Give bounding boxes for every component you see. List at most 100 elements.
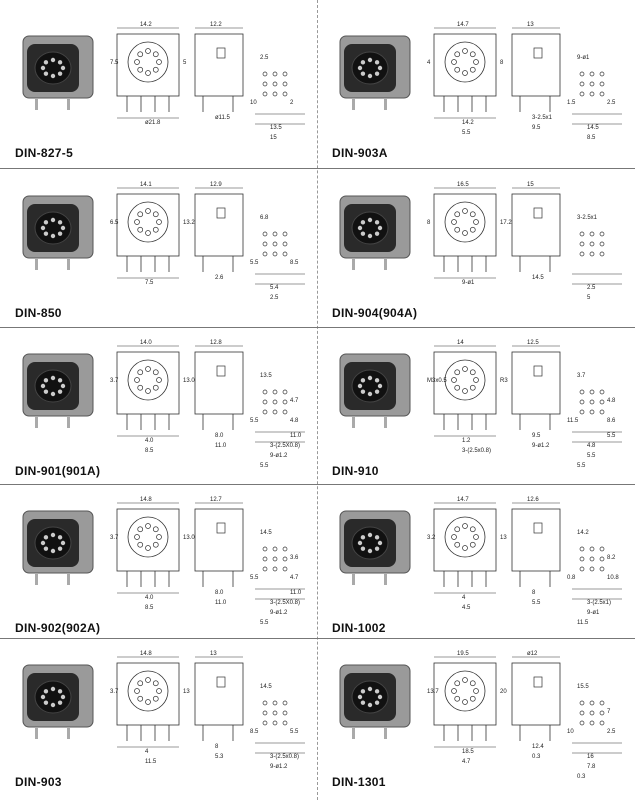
dimension-label: 4.0 xyxy=(145,438,154,444)
dimension-label: 4.0 xyxy=(145,595,154,601)
dimension-label: 7.5 xyxy=(110,60,119,66)
dimension-label: 6.5 xyxy=(110,220,119,226)
side-view-drawing xyxy=(194,187,244,272)
dimension-label: 4.8 xyxy=(607,398,616,404)
dimension-label: 4.8 xyxy=(290,418,299,424)
dimension-label: 14 xyxy=(457,340,464,346)
pcb-layout-drawing xyxy=(255,389,305,443)
dimension-label: 9.5 xyxy=(532,433,541,439)
dimension-label: 9-ø1 xyxy=(462,280,475,286)
dimension-label: 5.5 xyxy=(607,433,616,439)
pcb-layout-drawing xyxy=(255,71,305,125)
dimension-label: M3x0.5 xyxy=(427,378,447,384)
dimension-label: 13 xyxy=(210,651,217,657)
dimension-label: 10 xyxy=(567,729,574,735)
dimension-label: 10 xyxy=(250,100,257,106)
connector-photo xyxy=(22,510,94,585)
row-divider-1 xyxy=(0,168,635,169)
front-view-drawing xyxy=(433,656,497,748)
dimension-label: 9-ø1.2 xyxy=(532,443,550,449)
dimension-label: 2.6 xyxy=(215,275,224,281)
dimension-label: 14.1 xyxy=(140,182,152,188)
dimension-label: 3-2.5x1 xyxy=(532,115,553,121)
dimension-label: 15.5 xyxy=(577,684,589,690)
part-number-label: DIN-1301 xyxy=(332,775,386,789)
dimension-label: 3.6 xyxy=(290,555,299,561)
dimension-label: 9-ø1.2 xyxy=(270,764,288,770)
dimension-label: 4 xyxy=(145,749,149,755)
side-view-drawing xyxy=(194,656,244,741)
dimension-label: 3-(2.5X0.8) xyxy=(270,600,300,606)
dimension-label: 1.2 xyxy=(462,438,471,444)
dimension-label: 9.5 xyxy=(532,125,541,131)
part-number-label: DIN-910 xyxy=(332,464,379,478)
side-view-drawing xyxy=(511,27,561,112)
dimension-label: 2.5 xyxy=(607,100,616,106)
connector-photo xyxy=(22,664,94,739)
dimension-label: ø12 xyxy=(527,651,538,657)
front-view-drawing xyxy=(433,502,497,594)
dimension-label: 14.2 xyxy=(462,120,474,126)
front-view-drawing xyxy=(116,502,180,594)
part-number-label: DIN-850 xyxy=(15,306,62,320)
part-number-label: DIN-902(902A) xyxy=(15,621,101,635)
dimension-label: 13.2 xyxy=(183,220,195,226)
dimension-label: 3-(2.5x0.8) xyxy=(462,448,491,454)
front-view-drawing xyxy=(116,656,180,748)
dimension-label: 2 xyxy=(290,100,294,106)
dimension-label: 13.7 xyxy=(427,689,439,695)
dimension-label: 8 xyxy=(427,220,431,226)
connector-photo xyxy=(339,353,411,428)
dimension-label: 8 xyxy=(215,744,219,750)
dimension-label: 4 xyxy=(427,60,431,66)
dimension-label: 8.5 xyxy=(587,135,596,141)
connector-photo xyxy=(339,35,411,110)
dimension-label: 13.5 xyxy=(260,373,272,379)
dimension-label: 15 xyxy=(270,135,277,141)
dimension-label: 3-(2.5x1) xyxy=(587,600,611,606)
dimension-label: 12.8 xyxy=(210,340,222,346)
dimension-label: 0.3 xyxy=(532,754,541,760)
connector-photo xyxy=(339,510,411,585)
dimension-label: 2.5 xyxy=(270,295,279,301)
dimension-label: 5.5 xyxy=(290,729,299,735)
front-view-drawing xyxy=(433,27,497,119)
dimension-label: 13.5 xyxy=(270,125,282,131)
dimension-label: 4.7 xyxy=(290,575,299,581)
side-view-drawing xyxy=(511,502,561,587)
connector-photo xyxy=(339,664,411,739)
dimension-label: 5.5 xyxy=(587,453,596,459)
connector-photo xyxy=(22,35,94,110)
front-view-drawing xyxy=(433,345,497,437)
side-view-drawing xyxy=(511,656,561,741)
dimension-label: 9-ø1 xyxy=(577,55,590,61)
dimension-label: 14.7 xyxy=(457,22,469,28)
pcb-layout-drawing xyxy=(572,71,622,125)
part-number-label: DIN-827-5 xyxy=(15,146,74,160)
dimension-label: 4.7 xyxy=(290,398,299,404)
dimension-label: 12.6 xyxy=(527,497,539,503)
dimension-label: 9-ø1.2 xyxy=(270,610,288,616)
dimension-label: 12.2 xyxy=(210,22,222,28)
front-view-drawing xyxy=(116,345,180,437)
dimension-label: 3.2 xyxy=(427,535,436,541)
dimension-label: 5.5 xyxy=(250,575,259,581)
dimension-label: 14.0 xyxy=(140,340,152,346)
dimension-label: 13.0 xyxy=(183,535,195,541)
dimension-label: 12.7 xyxy=(210,497,222,503)
dimension-label: 13 xyxy=(183,689,190,695)
row-divider-3 xyxy=(0,484,635,485)
dimension-label: 0.8 xyxy=(567,575,576,581)
dimension-label: 5 xyxy=(183,60,187,66)
dimension-label: 9-ø1 xyxy=(587,610,600,616)
